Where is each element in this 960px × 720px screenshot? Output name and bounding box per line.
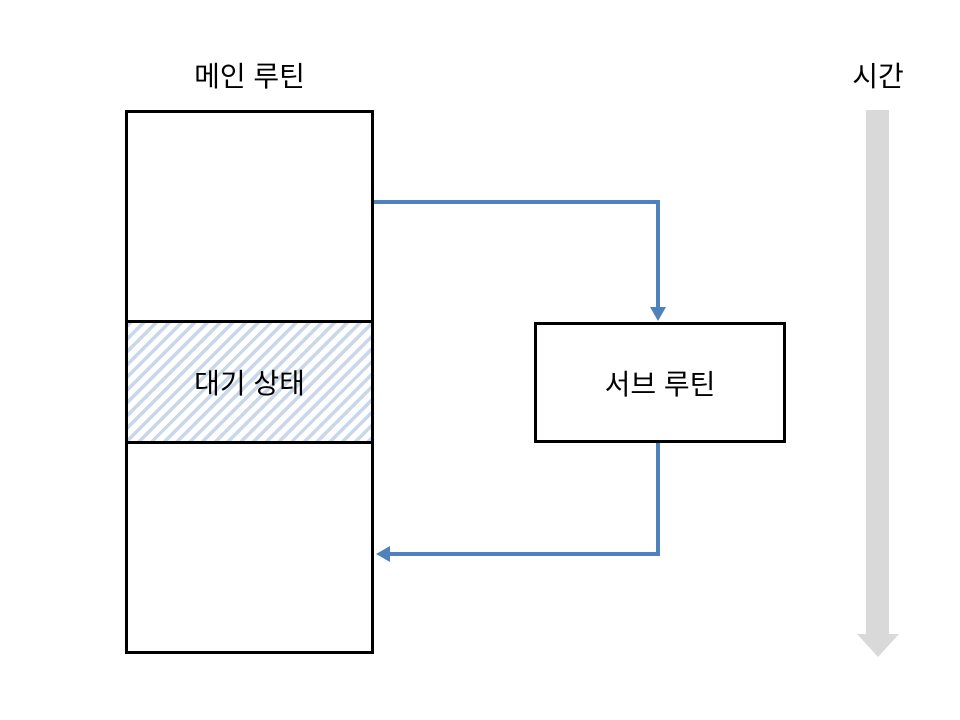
call-arrow-vertical-segment — [656, 200, 660, 308]
sub-routine-box: 서브 루틴 — [534, 322, 786, 443]
call-arrow-down-icon — [650, 307, 666, 321]
wait-state-section: 대기 상태 — [125, 320, 374, 444]
time-arrow-down-icon — [857, 634, 899, 657]
wait-state-label: 대기 상태 — [194, 368, 305, 399]
return-arrow-left-icon — [376, 546, 390, 562]
call-arrow-horizontal-segment — [374, 200, 660, 204]
time-arrow-shaft — [866, 110, 889, 634]
return-arrow-vertical-segment — [656, 443, 660, 556]
sub-routine-label: 서브 루틴 — [604, 368, 716, 400]
time-label: 시간 — [852, 61, 904, 92]
main-routine-label: 메인 루틴 — [194, 61, 305, 92]
return-arrow-horizontal-segment — [389, 552, 660, 556]
